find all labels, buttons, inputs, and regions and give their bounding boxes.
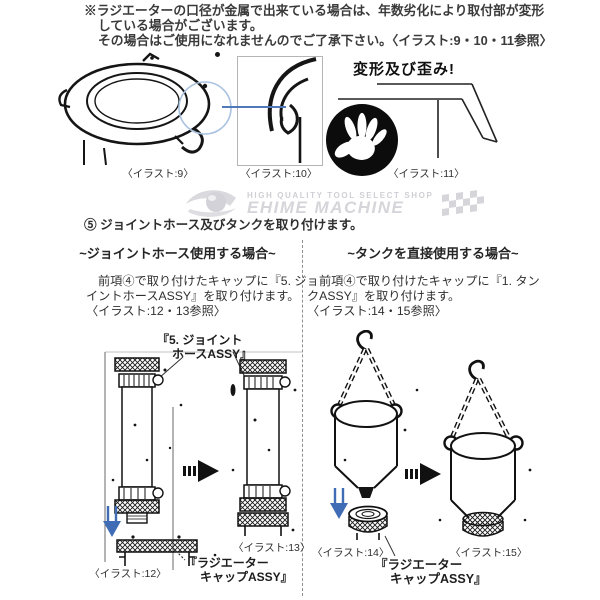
body-line: クASSY』を取り付けます。 [307, 288, 461, 303]
label-line: 『ラジエーター [375, 558, 463, 572]
swoosh-logo-icon [186, 190, 236, 217]
label-line: キャップASSY』 [200, 569, 293, 584]
label-line: キャップASSY』 [390, 571, 487, 586]
deformed-flange-illustration [338, 83, 498, 158]
checkered-flag-icon [442, 190, 485, 216]
right-column-body: 前項④で取り付けたキャップに『1. タン クASSY』を取り付けます。 〈イラス… [307, 274, 540, 318]
neck-claw-detail-illustration [267, 57, 317, 163]
label-line: 『ラジエーター [185, 556, 269, 570]
body-line: 〈イラスト:14・15参照〉 [307, 303, 447, 318]
radiator-neck-illustration [58, 52, 232, 166]
watermark-brand: EHIME MACHINE [247, 197, 405, 217]
magnifier-connector-line [222, 106, 286, 108]
right-arrow-icon [405, 463, 441, 485]
step-heading: ⑤ ジョイントホース及びタンクを取り付けます。 [84, 218, 363, 232]
illustration-caption: 〈イラスト:14〉 [312, 547, 390, 559]
right-arrow-icon [183, 460, 219, 482]
right-column-header: ~タンクを直接使用する場合~ [347, 246, 519, 261]
top-note: ※ラジエーターの口径が金属で出来ている場合は、年数劣化により取付部が変形 してい… [84, 3, 596, 48]
label-line: ホースASSY』 [172, 346, 253, 361]
radiator-cap-side [116, 535, 198, 566]
note-line: その場合はご使用になれませんのでご了承下さい。〈イラスト:9・10・11参照〉 [98, 32, 553, 48]
left-column-body: 前項④で取り付けたキャップに『5. ジョ イントホースASSY』を取り付けます。… [86, 274, 319, 318]
ehime-machine-watermark: HIGH QUALITY TOOL SELECT SHOP EHIME MACH… [180, 186, 485, 222]
illustration-caption: 〈イラスト:13〉 [233, 542, 311, 554]
illustration-caption: 〈イラスト:10〉 [240, 168, 318, 180]
radiator-cap-assy-label: 『ラジエーター キャップASSY』 [185, 556, 293, 584]
body-line: 〈イラスト:12・13参照〉 [86, 303, 226, 318]
scan-speckle [215, 52, 220, 57]
radiator-cap-top [348, 505, 388, 540]
note-line: ※ラジエーターの口径が金属で出来ている場合は、年数劣化により取付部が変形 [84, 3, 545, 18]
stop-hand-icon [326, 104, 398, 176]
illustration-caption: 〈イラスト:11〉 [388, 168, 465, 180]
tank-assembly-14 [330, 330, 403, 498]
hose-assembly-13 [237, 359, 291, 536]
illustration-caption: 〈イラスト:9〉 [122, 168, 194, 180]
hose-assy-label: 『5. ジョイント ホースASSY』 [157, 333, 253, 361]
hose-assembly-12 [114, 357, 164, 524]
tank-illustrations [330, 330, 532, 557]
body-line: イントホースASSY』を取り付けます。 [86, 288, 300, 303]
illustration-10-box [237, 56, 323, 166]
body-line: 前項④で取り付けたキャップに『5. ジョ [98, 274, 319, 288]
radiator-cap-assy-label: 『ラジエーター キャップASSY』 [375, 558, 487, 586]
illustration-caption: 〈イラスト:12〉 [89, 568, 167, 580]
tank-assembly-15 [443, 359, 524, 537]
note-line: している場合がございます。 [98, 17, 263, 33]
down-arrow-icon [330, 488, 348, 519]
scan-speckles [111, 368, 297, 557]
column-divider [302, 240, 303, 596]
watermark-tagline: HIGH QUALITY TOOL SELECT SHOP [247, 190, 434, 200]
label-line: 『5. ジョイント [157, 333, 243, 347]
highlight-circle-icon [178, 81, 232, 135]
scan-speckles [343, 388, 532, 522]
down-arrow-icon [103, 506, 121, 537]
warning-title: 変形及び歪み! [353, 61, 455, 78]
watermark-text: HIGH QUALITY TOOL SELECT SHOP EHIME MACH… [247, 191, 433, 218]
joint-hose-illustrations [103, 351, 302, 570]
body-line: 前項④で取り付けたキャップに『1. タン [319, 274, 540, 288]
illustration-caption: 〈イラスト:15〉 [450, 547, 528, 559]
left-column-header: ~ジョイントホース使用する場合~ [79, 246, 276, 261]
